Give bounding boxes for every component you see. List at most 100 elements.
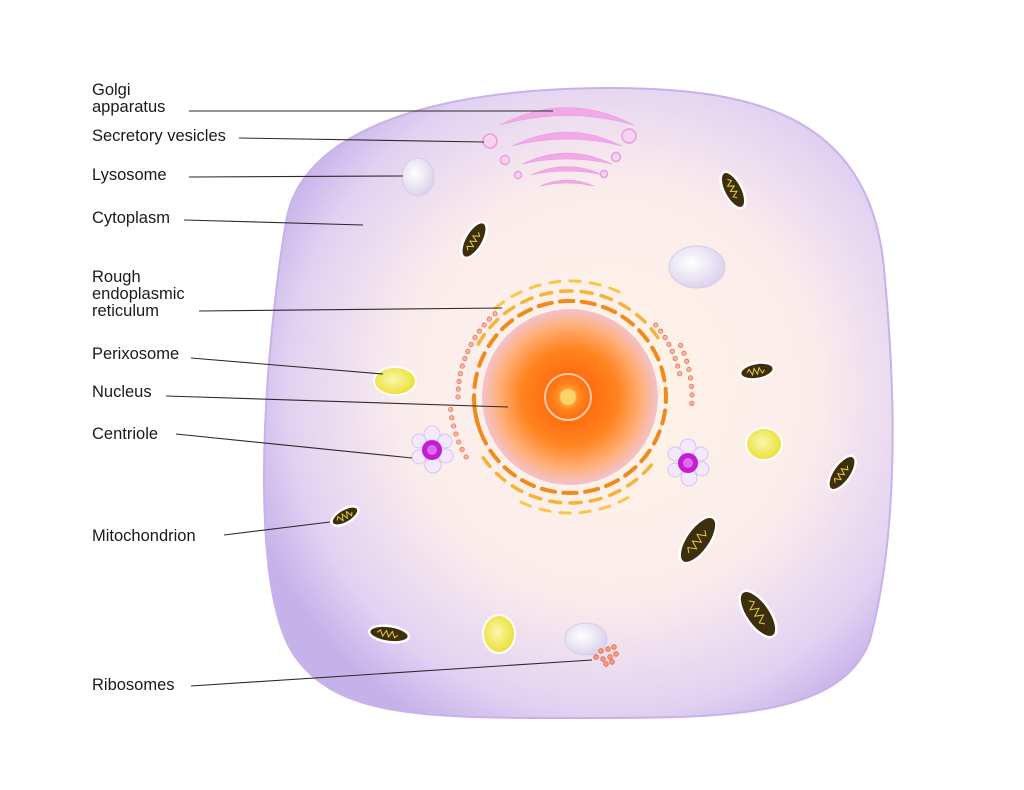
er-segment	[481, 456, 492, 469]
er-ribosome-dot	[689, 392, 695, 398]
er-segment	[568, 500, 583, 505]
er-ribosome-dot	[687, 375, 694, 381]
er-ribosome-dot	[678, 342, 684, 348]
er-segment	[539, 290, 554, 297]
er-ribosome-dot	[486, 316, 492, 322]
label-nucleus: Nucleus	[92, 383, 152, 401]
er-ribosome-dot	[476, 328, 482, 334]
er-segment	[520, 296, 534, 305]
er-ribosome-dot	[465, 348, 471, 354]
er-segment	[471, 393, 477, 411]
er-segment	[548, 279, 562, 285]
er-segment	[538, 507, 552, 513]
er-ribosome-dot	[459, 363, 465, 369]
er-ribosome-dot	[456, 439, 462, 445]
label-rough-er-line2: endoplasmic	[92, 285, 185, 303]
er-segment	[639, 448, 652, 464]
er-segment	[488, 317, 500, 330]
er-ribosome-dot	[455, 386, 461, 392]
labels: Golgi apparatus Secretory vesicles Lysos…	[92, 81, 226, 694]
er-ribosome-dot	[686, 367, 692, 373]
er-segment	[517, 307, 533, 318]
leader-mitochondrion	[223, 521, 331, 536]
leader-cytoplasm	[183, 219, 364, 226]
label-centriole: Centriole	[92, 425, 158, 443]
er-ribosome-dot	[688, 383, 695, 389]
er-segment	[607, 488, 622, 498]
label-secretory-vesicles: Secretory vesicles	[92, 127, 226, 145]
er-ribosome-dot	[453, 431, 459, 437]
er-ribosome-dot	[451, 423, 457, 429]
er-ribosome-dot	[472, 335, 478, 341]
lysosomes	[401, 157, 726, 656]
er-ribosome-dot	[463, 454, 469, 460]
er-ribosome-dot	[459, 447, 465, 453]
er-segment	[500, 318, 515, 332]
er-ribosome-dot	[448, 406, 454, 413]
er-segment	[536, 300, 554, 309]
er-ribosome-dot	[492, 311, 498, 317]
mitochondria	[330, 170, 857, 644]
leader-lysosome	[188, 175, 404, 178]
label-ribosomes: Ribosomes	[92, 676, 175, 694]
peroxisomes	[373, 366, 783, 654]
er-segment	[660, 408, 668, 426]
label-mitochondrion: Mitochondrion	[92, 527, 196, 545]
er-segment	[477, 351, 487, 368]
er-segment	[478, 429, 488, 446]
label-rough-er-line3: reticulum	[92, 302, 159, 320]
rough-endoplasmic-reticulum	[448, 279, 695, 515]
er-segment	[528, 283, 542, 290]
leader-lines	[165, 110, 593, 687]
nucleus	[482, 309, 658, 485]
er-segment	[588, 281, 602, 287]
label-cytoplasm: Cytoplasm	[92, 209, 170, 227]
label-perixosome: Perixosome	[92, 345, 179, 363]
er-segment	[641, 463, 653, 476]
er-ribosome-dot	[462, 356, 468, 362]
er-segment	[472, 408, 480, 426]
leader-secretory-vesicles	[238, 137, 485, 143]
leader-centriole	[175, 433, 413, 459]
leader-nucleus	[165, 395, 509, 408]
er-segment	[476, 332, 486, 346]
leader-ribosomes	[190, 659, 593, 687]
er-ribosome-dot	[658, 328, 664, 334]
er-segment	[634, 312, 647, 324]
er-segment	[579, 299, 597, 307]
er-ribosome-dot	[684, 358, 690, 364]
er-segment	[620, 314, 635, 327]
label-golgi-line2: apparatus	[92, 98, 165, 116]
er-ribosome-dot	[468, 341, 474, 347]
er-segment	[486, 333, 499, 349]
er-segment	[472, 371, 479, 389]
er-segment	[637, 328, 650, 343]
er-segment	[510, 290, 523, 298]
leader-perixosome	[190, 357, 384, 375]
er-segment	[659, 365, 667, 383]
er-ribosome-dot	[653, 322, 659, 328]
er-segment	[649, 327, 660, 340]
er-segment	[520, 478, 536, 488]
er-ribosome-dot	[677, 371, 683, 377]
er-ribosome-dot	[669, 348, 675, 354]
er-ribosome-dot	[689, 400, 695, 406]
er-segment	[510, 484, 524, 494]
label-lysosome: Lysosome	[92, 166, 167, 184]
er-ribosome-dot	[681, 350, 687, 356]
er-segment	[502, 465, 517, 478]
er-segment	[494, 471, 507, 483]
er-segment	[599, 293, 614, 302]
centriole-right	[667, 438, 710, 487]
er-segment	[579, 289, 594, 296]
er-segment	[623, 465, 638, 478]
er-segment	[617, 496, 630, 504]
er-segment	[588, 496, 603, 503]
er-segment	[604, 478, 620, 488]
er-segment	[600, 304, 618, 315]
er-segment	[652, 429, 662, 446]
er-segment	[539, 486, 557, 494]
er-segment	[548, 499, 563, 505]
er-segment	[625, 477, 639, 488]
